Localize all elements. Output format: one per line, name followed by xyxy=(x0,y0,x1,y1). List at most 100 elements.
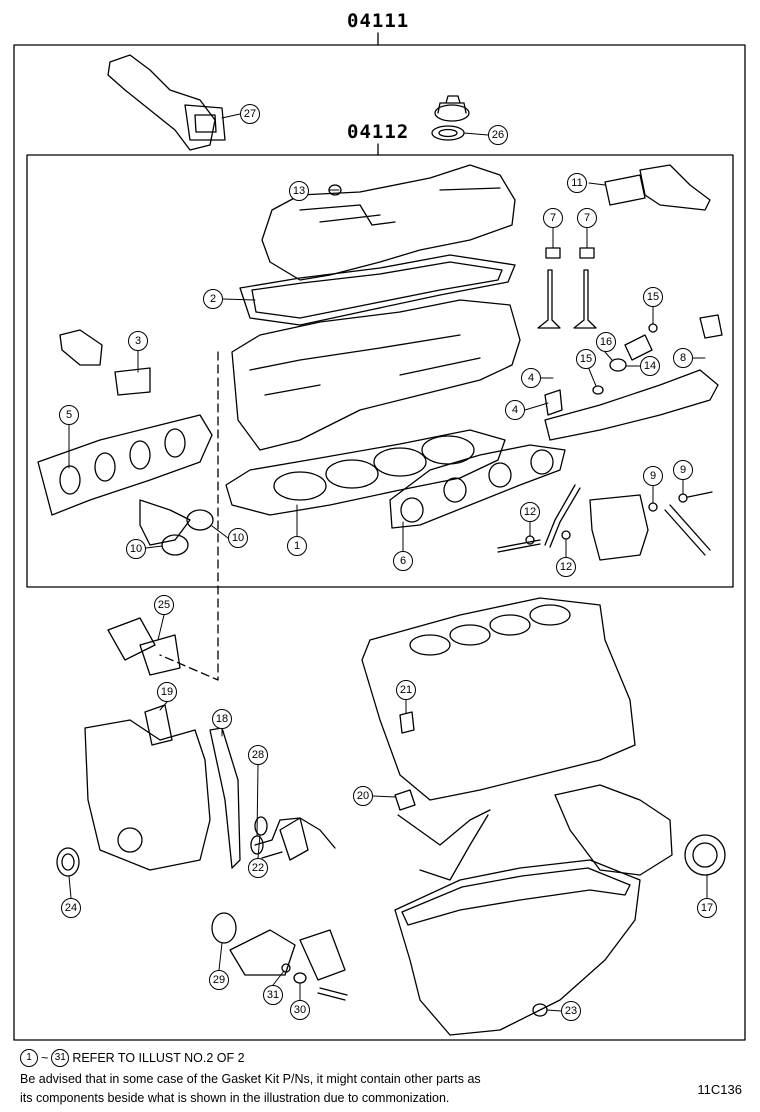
port-3 xyxy=(129,440,151,470)
gasket-20 xyxy=(394,789,416,811)
block-bore-2 xyxy=(449,624,491,646)
callout-4a[interactable]: 4 xyxy=(521,368,541,388)
oil-filter-bracket xyxy=(229,929,296,976)
callout-15a[interactable]: 15 xyxy=(643,287,663,307)
sensor-3 xyxy=(59,329,103,366)
washer-12a xyxy=(525,535,535,545)
callout-12a[interactable]: 12 xyxy=(520,502,540,522)
kit-number-inner: 04112 xyxy=(347,121,410,143)
callout-3[interactable]: 3 xyxy=(128,331,148,351)
callout-7b[interactable]: 7 xyxy=(577,208,597,228)
callout-2[interactable]: 2 xyxy=(203,289,223,309)
trans-housing xyxy=(554,784,673,876)
gasket-18 xyxy=(209,727,241,869)
callout-26[interactable]: 26 xyxy=(488,125,508,145)
callout-15b[interactable]: 15 xyxy=(576,349,596,369)
callout-25[interactable]: 25 xyxy=(154,595,174,615)
callout-4b[interactable]: 4 xyxy=(505,400,525,420)
oil-pan-flange xyxy=(401,867,631,926)
oil-pan xyxy=(394,859,641,1036)
block-bore-3 xyxy=(489,614,531,636)
crank-seal-bore xyxy=(117,827,143,853)
gasket-26-inner xyxy=(438,128,458,138)
pipe-9 xyxy=(664,504,711,556)
callout-16[interactable]: 16 xyxy=(596,332,616,352)
range-start-callout[interactable]: 1 xyxy=(20,1049,38,1067)
leader-28 xyxy=(256,764,259,837)
callout-28[interactable]: 28 xyxy=(248,745,268,765)
leader-2 xyxy=(222,298,256,301)
notice-line-2: its components beside what is shown in t… xyxy=(20,1091,450,1105)
bolt-a xyxy=(497,539,541,553)
callout-14[interactable]: 14 xyxy=(640,356,660,376)
notice-line-1: Be advised that in some case of the Gask… xyxy=(20,1072,481,1086)
callout-20[interactable]: 20 xyxy=(353,786,373,806)
callout-12b[interactable]: 12 xyxy=(556,557,576,577)
callout-19[interactable]: 19 xyxy=(157,682,177,702)
port-2 xyxy=(94,452,116,482)
callout-10b[interactable]: 10 xyxy=(228,528,248,548)
valve-cover-gasket-inner xyxy=(251,261,503,319)
leader-10a xyxy=(145,545,163,549)
gasket-21 xyxy=(399,711,415,734)
callout-24[interactable]: 24 xyxy=(61,898,81,918)
callout-1[interactable]: 1 xyxy=(287,536,307,556)
leader-4b xyxy=(524,402,549,411)
oring-14 xyxy=(609,358,627,372)
exh-port-3 xyxy=(488,462,512,488)
leader-29 xyxy=(218,942,223,971)
seal-17 xyxy=(684,834,726,876)
leader-10b xyxy=(211,525,229,539)
cylinder-head-detail xyxy=(249,334,481,396)
oring-29 xyxy=(211,912,237,944)
valve-b xyxy=(573,269,597,329)
seal-24-inner xyxy=(61,853,75,871)
callout-27[interactable]: 27 xyxy=(240,104,260,124)
washer-12b xyxy=(561,530,571,540)
leader-31 xyxy=(272,970,285,986)
callout-13[interactable]: 13 xyxy=(289,181,309,201)
gasket-19 xyxy=(144,704,173,746)
leader-26 xyxy=(463,132,489,136)
callout-22[interactable]: 22 xyxy=(248,858,268,878)
seal-7a xyxy=(545,247,561,259)
intake-gasket xyxy=(37,414,213,516)
leader-16 xyxy=(604,351,613,361)
leader-15b xyxy=(588,368,597,387)
footer-reference: 1 ~ 31 REFER TO ILLUST NO.2 OF 2 xyxy=(20,1048,245,1068)
oil-filter xyxy=(299,929,346,981)
cylinder-head xyxy=(231,299,521,451)
callout-10a[interactable]: 10 xyxy=(126,539,146,559)
oring-15 xyxy=(592,385,604,395)
callout-5[interactable]: 5 xyxy=(59,405,79,425)
callout-23[interactable]: 23 xyxy=(561,1001,581,1021)
bore-3 xyxy=(373,447,427,477)
refer-text: REFER TO ILLUST NO.2 OF 2 xyxy=(72,1051,245,1065)
filler-cap-body xyxy=(437,95,467,114)
callout-9b[interactable]: 9 xyxy=(673,460,693,480)
bracket-22 xyxy=(279,817,309,861)
callout-21[interactable]: 21 xyxy=(396,680,416,700)
sensor-8 xyxy=(699,314,723,339)
dashed-alignment-line xyxy=(159,351,219,681)
callout-7a[interactable]: 7 xyxy=(543,208,563,228)
callout-18[interactable]: 18 xyxy=(212,709,232,729)
fuel-rail xyxy=(544,369,719,441)
leader-19 xyxy=(159,701,168,711)
callout-30[interactable]: 30 xyxy=(290,1000,310,1020)
exh-port-2 xyxy=(443,477,467,503)
leader-20 xyxy=(372,795,397,798)
seal-22 xyxy=(254,816,268,836)
callout-6[interactable]: 6 xyxy=(393,551,413,571)
callout-17[interactable]: 17 xyxy=(697,898,717,918)
kit-frame-inner xyxy=(26,154,734,588)
washer-30 xyxy=(293,972,307,984)
callout-11[interactable]: 11 xyxy=(567,173,587,193)
engine-block xyxy=(361,597,636,801)
block-bore-1 xyxy=(409,634,451,656)
range-end-callout[interactable]: 31 xyxy=(51,1049,70,1067)
callout-31[interactable]: 31 xyxy=(263,985,283,1005)
callout-29[interactable]: 29 xyxy=(209,970,229,990)
callout-8[interactable]: 8 xyxy=(673,348,693,368)
callout-9a[interactable]: 9 xyxy=(643,466,663,486)
